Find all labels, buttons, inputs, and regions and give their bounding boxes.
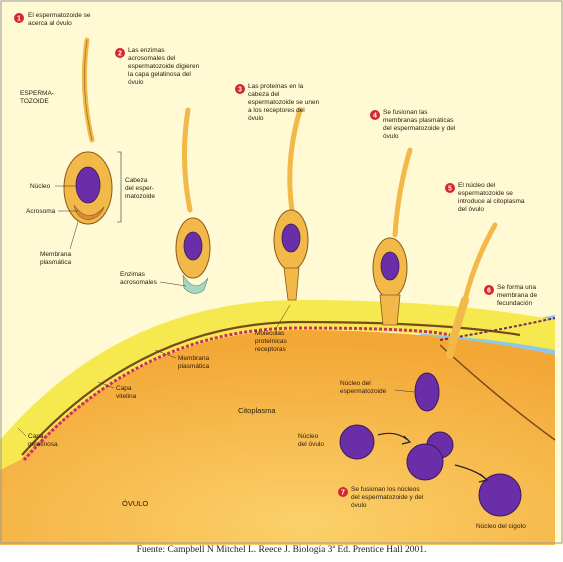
step-4-number: 4 bbox=[373, 113, 377, 120]
source-caption: Fuente: Campbell N Mitchel L. Reece J. B… bbox=[0, 545, 563, 555]
fertilization-diagram: 1 2 3 4 5 6 7 El espermatozoide se acerc… bbox=[0, 0, 563, 545]
step-2-number: 2 bbox=[118, 51, 122, 58]
label-membrana-plasmatica: Membrana plasmática bbox=[40, 251, 73, 266]
label-moleculas: Moléculas proteínicas receptoras bbox=[255, 330, 289, 353]
sperm-nucleus-in-egg bbox=[415, 373, 439, 411]
label-nucleo-cigoto: Núcleo del cigoto bbox=[476, 523, 526, 530]
label-membrana-ovulo: Membrana plasmática bbox=[178, 355, 211, 370]
step-1-number: 1 bbox=[17, 16, 21, 23]
label-citoplasma: Citoplasma bbox=[238, 406, 276, 415]
label-acrosoma: Acrosoma bbox=[26, 208, 56, 215]
step-3-number: 3 bbox=[238, 87, 242, 94]
label-ovulo: ÓVULO bbox=[122, 499, 148, 508]
label-nucleo: Núcleo bbox=[30, 183, 51, 190]
step-5-number: 5 bbox=[448, 186, 452, 193]
step-7-number: 7 bbox=[341, 490, 345, 497]
egg-nucleus bbox=[340, 425, 374, 459]
step-6-number: 6 bbox=[487, 288, 491, 295]
